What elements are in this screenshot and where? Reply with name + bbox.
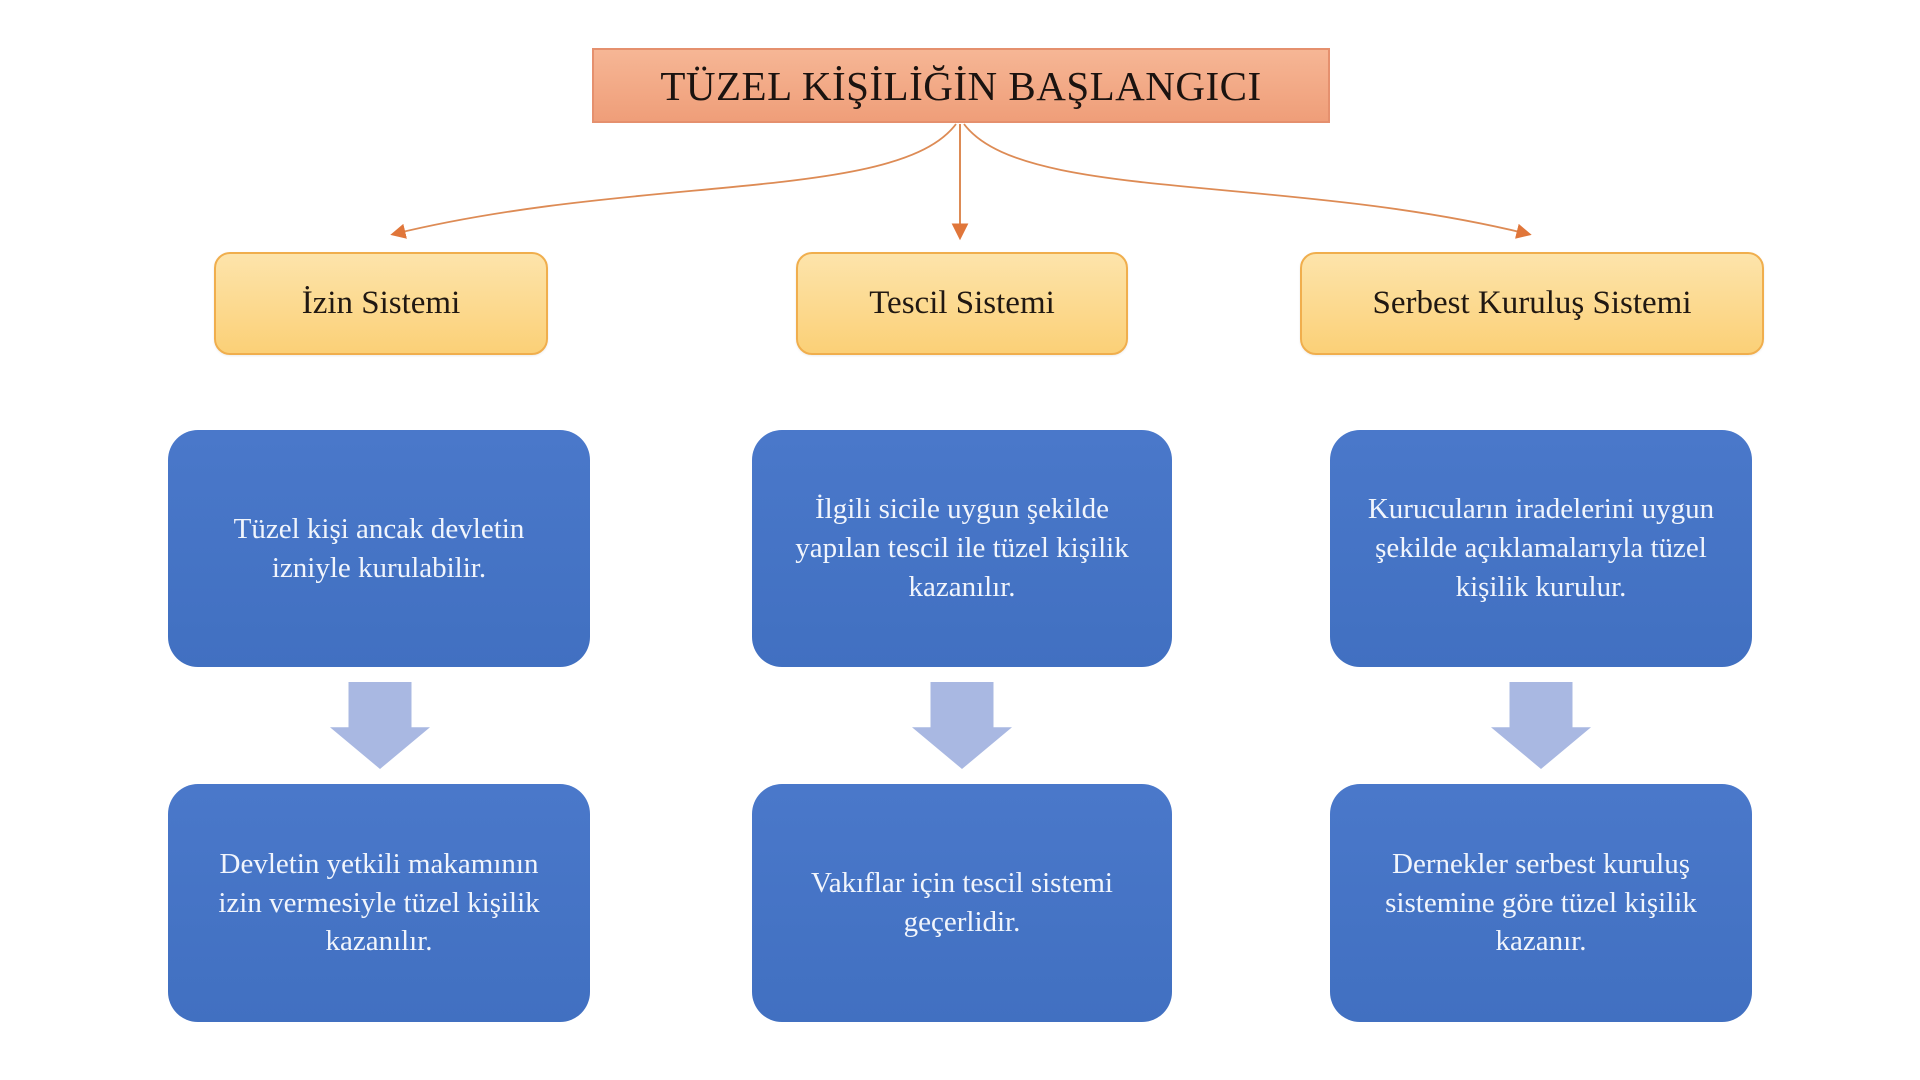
system-label-serbest: Serbest Kuruluş Sistemi — [1372, 285, 1692, 321]
description-card-serbest: Kurucuların iradelerini uygun şekilde aç… — [1330, 430, 1752, 667]
description-card-izin: Tüzel kişi ancak devletin izniyle kurula… — [168, 430, 590, 667]
result-card-serbest: Dernekler serbest kuruluş sistemine göre… — [1330, 784, 1752, 1022]
result-card-izin: Devletin yetkili makamının izin vermesiy… — [168, 784, 590, 1022]
connector-title-to-serbest — [963, 123, 1532, 239]
down-arrow-icon-izin — [330, 682, 430, 769]
down-arrow-icon-serbest — [1491, 682, 1591, 769]
result-text-serbest: Dernekler serbest kuruluş sistemine göre… — [1385, 847, 1697, 958]
description-text-tescil: İlgili sicile uygun şekilde yapılan tesc… — [795, 493, 1129, 603]
system-box-tescil: Tescil Sistemi — [796, 252, 1128, 355]
result-card-tescil: Vakıflar için tescil sistemi geçerlidir. — [752, 784, 1172, 1022]
result-text-izin: Devletin yetkili makamının izin vermesiy… — [218, 847, 540, 958]
description-card-tescil: İlgili sicile uygun şekilde yapılan tesc… — [752, 430, 1172, 667]
diagram-title-box: TÜZEL KİŞİLİĞİN BAŞLANGICI — [592, 48, 1330, 123]
system-box-serbest: Serbest Kuruluş Sistemi — [1300, 252, 1764, 355]
diagram-title: TÜZEL KİŞİLİĞİN BAŞLANGICI — [660, 62, 1262, 109]
system-label-izin: İzin Sistemi — [301, 285, 461, 321]
system-label-tescil: Tescil Sistemi — [869, 285, 1055, 321]
system-box-izin: İzin Sistemi — [214, 252, 548, 355]
description-text-izin: Tüzel kişi ancak devletin izniyle kurula… — [233, 512, 525, 584]
description-text-serbest: Kurucuların iradelerini uygun şekilde aç… — [1367, 493, 1715, 603]
result-text-tescil: Vakıflar için tescil sistemi geçerlidir. — [810, 867, 1113, 938]
connector-title-to-izin — [390, 123, 957, 239]
down-arrow-icon-tescil — [912, 682, 1012, 769]
